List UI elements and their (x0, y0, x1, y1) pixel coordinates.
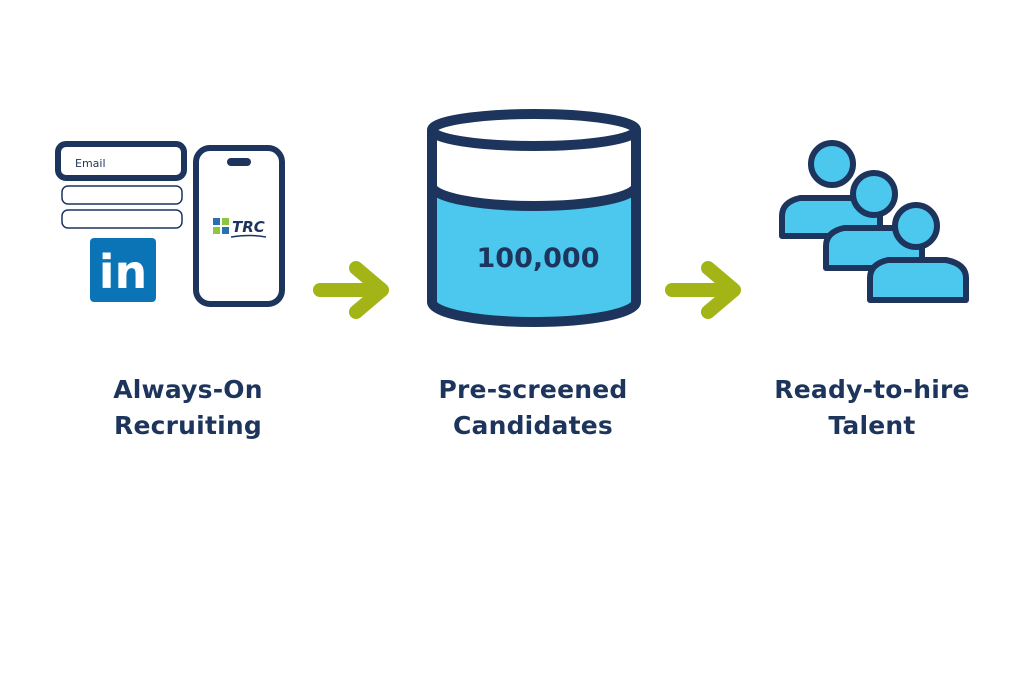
smartphone-icon: TRC (193, 145, 285, 307)
form-field-box (61, 185, 183, 205)
trc-logo-text: TRC (232, 218, 265, 236)
talent-caption: Ready-to-hire Talent (752, 372, 992, 444)
candidate-count-value: 100,000 (477, 243, 600, 274)
caption-line: Candidates (452, 411, 614, 440)
people-group-icon (779, 140, 969, 303)
caption-line: Talent (828, 411, 916, 440)
candidates-caption: Pre-screened Candidates (408, 372, 658, 444)
signup-form-icon: Email (55, 141, 187, 229)
arrow-right-icon (665, 261, 741, 319)
person-icon (867, 202, 969, 303)
linkedin-icon: in (90, 238, 156, 302)
recruiting-illustration: Email in TRC (55, 141, 285, 307)
caption-line: Always-On (113, 375, 263, 404)
form-field-box (61, 209, 183, 229)
phone-speaker (227, 158, 251, 166)
recruiting-caption: Always-On Recruiting (68, 372, 308, 444)
candidate-database-icon: 100,000 (427, 109, 641, 327)
caption-line: Ready-to-hire (774, 375, 970, 404)
linkedin-logo-text: in (99, 245, 148, 299)
email-field-label: Email (75, 157, 106, 170)
caption-line: Pre-screened (438, 375, 628, 404)
trc-logo-icon: TRC (213, 218, 267, 238)
arrow-right-icon (313, 261, 389, 319)
email-field-box (55, 141, 187, 181)
caption-line: Recruiting (114, 411, 262, 440)
